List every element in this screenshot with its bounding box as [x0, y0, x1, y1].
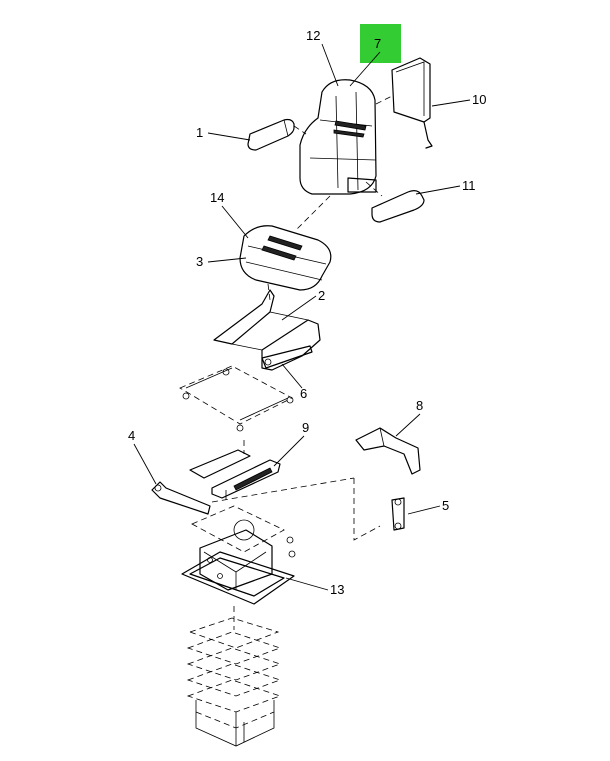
armrest-left [247, 118, 295, 151]
seat-cushion [239, 225, 332, 291]
suspension-top [191, 505, 296, 558]
callout-5[interactable]: 5 [442, 498, 449, 513]
callout-13[interactable]: 13 [330, 582, 344, 597]
callout-9[interactable]: 9 [302, 420, 309, 435]
callout-8[interactable]: 8 [416, 398, 423, 413]
armrest-bracket [391, 57, 433, 149]
armrest-right [371, 190, 425, 223]
callout-12[interactable]: 12 [306, 28, 320, 43]
callout-7[interactable]: 7 [374, 36, 381, 51]
callout-2[interactable]: 2 [318, 288, 325, 303]
callout-6[interactable]: 6 [300, 386, 307, 401]
callout-1[interactable]: 1 [196, 125, 203, 140]
callout-14[interactable]: 14 [210, 190, 224, 205]
suspension-boot [186, 617, 282, 747]
callout-3[interactable]: 3 [196, 254, 203, 269]
suspension-base [181, 529, 295, 605]
adjust-handle [151, 481, 211, 515]
callout-10[interactable]: 10 [472, 92, 486, 107]
callout-4[interactable]: 4 [128, 428, 135, 443]
slide-plate [179, 365, 294, 432]
seat-frame [213, 289, 321, 371]
shock-link [391, 497, 405, 531]
callout-7-highlight[interactable] [360, 24, 401, 63]
mounting-bracket [355, 427, 421, 475]
callout-11[interactable]: 11 [462, 178, 476, 193]
slide-assembly [189, 449, 281, 500]
seat-back [299, 79, 377, 195]
